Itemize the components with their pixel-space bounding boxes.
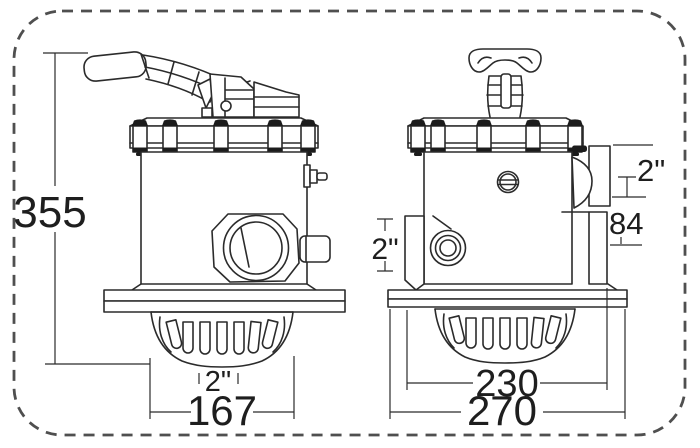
basket-ribs <box>442 313 568 350</box>
left-top-flange <box>129 117 319 156</box>
sight-glass <box>496 170 520 194</box>
stem-slot <box>500 73 512 109</box>
dim-inlet-port: 2" <box>371 218 399 272</box>
right-valve-body <box>404 145 611 291</box>
dim-outer-width: 270 <box>389 309 626 434</box>
dim-270-label: 270 <box>467 387 537 434</box>
dim-outlet-port: 2" <box>612 144 665 198</box>
dim-inner-width: 230 <box>406 288 608 405</box>
dim-230-label: 230 <box>475 363 538 405</box>
right-view-handwheel-valve: 2" 2" 84 230 270 <box>371 48 665 434</box>
left-filter-basket <box>150 311 294 368</box>
dashed-border <box>12 9 687 437</box>
right-top-flange <box>407 117 584 156</box>
lever-handle <box>83 51 300 118</box>
dim-2in-outlet-label: 2" <box>637 153 665 188</box>
basket-ribs <box>158 316 286 355</box>
handwheel <box>468 48 542 118</box>
front-port <box>211 213 300 283</box>
left-view-lever-valve: 355 <box>13 51 346 434</box>
dim-outlet-offset: 84 <box>609 206 643 246</box>
handle-grip <box>83 51 147 82</box>
pivot-pin <box>220 100 232 112</box>
dim-left-base-width: 167 <box>149 356 295 434</box>
dim-84-label: 84 <box>609 206 643 241</box>
left-base-plate <box>103 283 346 313</box>
right-filter-basket <box>434 308 576 364</box>
dim-167-label: 167 <box>187 387 257 434</box>
inlet-union-port <box>404 215 467 291</box>
dim-2in-inlet-label: 2" <box>371 233 398 266</box>
handwheel-stem <box>486 73 524 118</box>
gauge-fitting <box>303 164 328 188</box>
lever-tab <box>201 107 213 118</box>
side-outlet-port <box>561 145 611 285</box>
dim-overall-height: 355 <box>13 52 150 365</box>
dim-2in-bottom-label: 2" <box>205 366 231 398</box>
pivot-block <box>209 73 255 118</box>
grip-collar <box>140 53 150 79</box>
right-base-plate <box>387 283 628 308</box>
handwheel-bar <box>468 48 542 73</box>
left-valve-body <box>140 151 331 285</box>
waste-port-stub <box>299 235 331 263</box>
dim-355-label: 355 <box>13 188 86 237</box>
dim-left-base-port: 2" <box>198 366 239 398</box>
pivot-block-right <box>253 81 300 118</box>
